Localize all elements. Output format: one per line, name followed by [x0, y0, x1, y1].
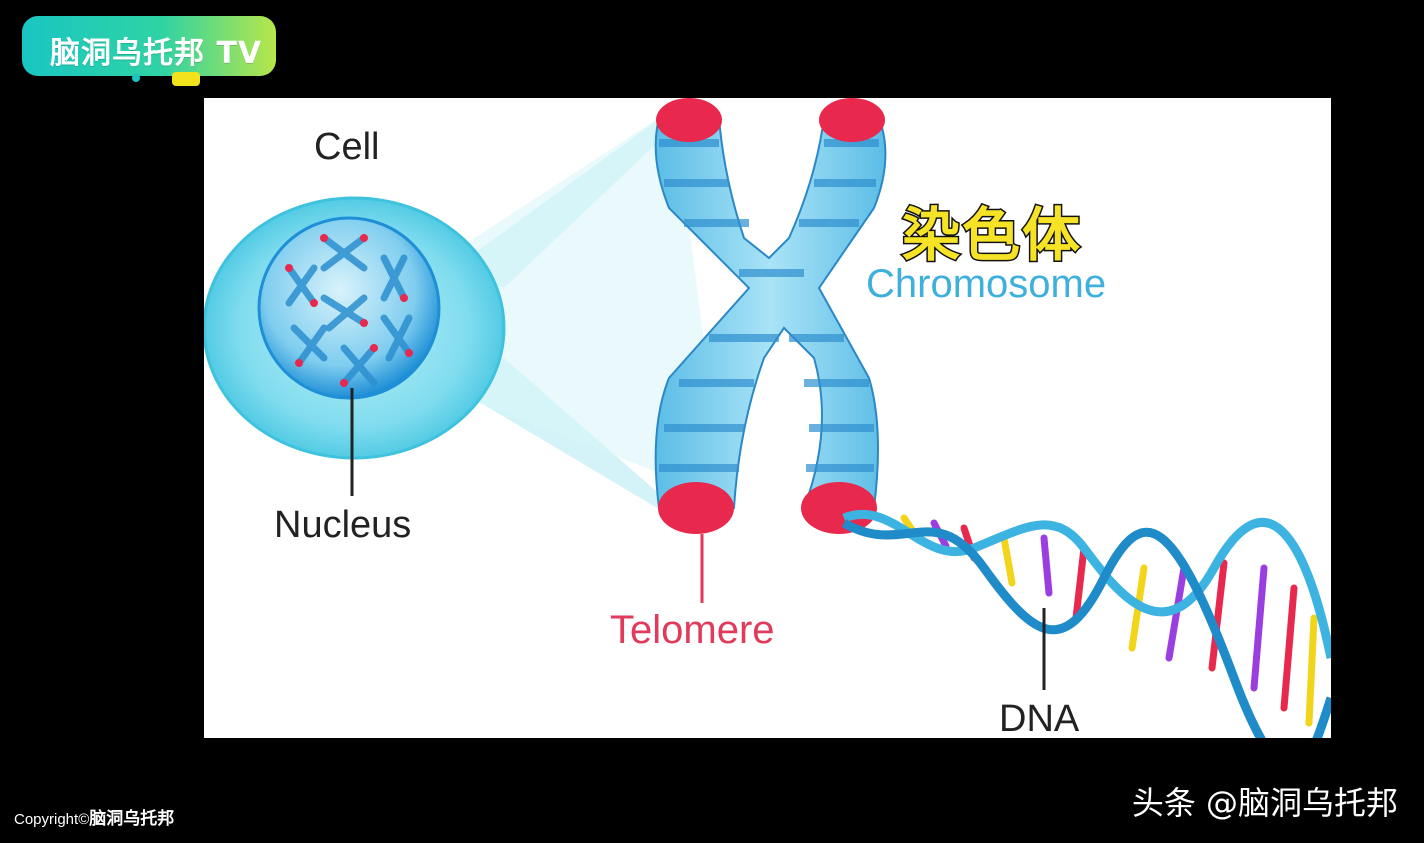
label-telomere: Telomere — [610, 608, 775, 652]
copyright-brand: 脑洞乌托邦 — [89, 809, 175, 829]
dna-helix-icon — [841, 509, 1331, 738]
chromosome-icon — [654, 98, 887, 534]
logo-accent — [172, 72, 200, 86]
logo-text: 脑洞乌托邦 TV — [50, 36, 263, 71]
label-chromosome-chinese: 染色体 — [900, 200, 1083, 271]
zoom-cone — [439, 108, 724, 518]
diagram-canvas — [204, 98, 1331, 738]
label-dna: DNA — [999, 698, 1080, 738]
logo-badge — [22, 16, 276, 76]
cell-icon — [204, 196, 506, 460]
copyright-notice: Copyright©脑洞乌托邦 — [14, 804, 174, 829]
diagram-panel: Cell Nucleus 染色体 Chromosome Telomere DNA — [204, 98, 1331, 738]
logo-dot — [132, 74, 140, 82]
label-cell: Cell — [314, 126, 380, 168]
telomere-caps — [656, 98, 885, 534]
nucleus-icon — [257, 216, 441, 400]
label-chromosome: Chromosome — [866, 262, 1107, 306]
watermark: 头条 @脑洞乌托邦 — [1131, 784, 1398, 822]
label-nucleus: Nucleus — [274, 504, 412, 546]
brand-logo: 脑洞乌托邦 TV — [22, 8, 282, 88]
copyright-prefix: Copyright© — [14, 811, 90, 828]
